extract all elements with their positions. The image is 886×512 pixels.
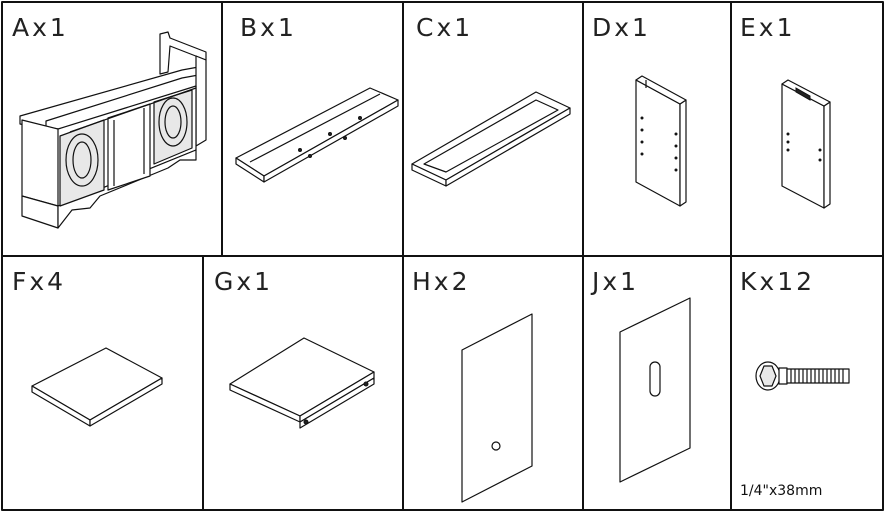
part-c-label: Cx1: [416, 13, 473, 42]
part-d-label: Dx1: [592, 13, 651, 42]
slotted-back-panel-icon: [619, 297, 691, 483]
part-f-label: Fx4: [12, 267, 66, 296]
side-panel-icon: [635, 75, 687, 207]
part-e-label: Ex1: [740, 13, 796, 42]
part-j-label: Jx1: [590, 267, 639, 296]
part-a-label: Ax1: [12, 13, 69, 42]
part-b-label: Bx1: [240, 13, 297, 42]
bottom-panel-icon: [235, 87, 399, 183]
bolt-icon: [755, 361, 850, 391]
shelf-icon: [31, 347, 163, 427]
part-g-label: Gx1: [214, 267, 273, 296]
top-panel-icon: [411, 91, 571, 187]
cabinet-frame-icon: [19, 31, 207, 229]
shelf-with-lip-icon: [229, 337, 375, 429]
part-k-label: Kx12: [740, 267, 815, 296]
part-h-label: Hx2: [412, 267, 471, 296]
side-panel-icon: [781, 79, 831, 209]
back-panel-icon: [461, 313, 533, 503]
part-k-size-note: 1/4"x38mm: [740, 483, 822, 499]
